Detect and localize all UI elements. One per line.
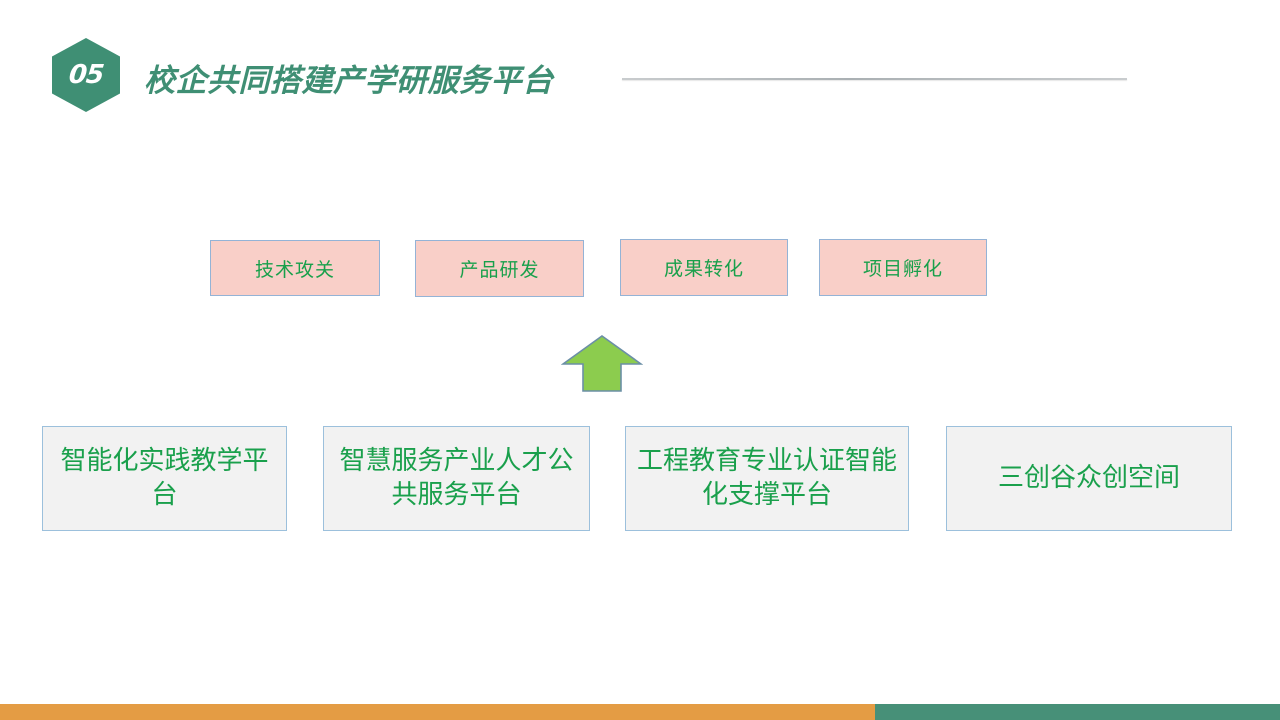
platform-label-2: 智慧服务产业人才公共服务平台 — [339, 446, 574, 510]
platform-label-1: 智能化实践教学平台 — [60, 446, 269, 510]
capability-label-1: 技术攻关 — [254, 258, 335, 281]
capability-box-2[interactable]: 产品研发 — [415, 240, 584, 297]
platform-box-1[interactable]: 智能化实践教学平台 — [42, 426, 287, 531]
capability-box-4[interactable]: 项目孵化 — [819, 239, 987, 296]
footer-bar-left-segment — [0, 704, 875, 720]
page-title: 校企共同搭建产学研服务平台 — [144, 63, 554, 99]
title-divider-rule — [622, 78, 1127, 80]
slide-header: 05 校企共同搭建产学研服务平台 — [0, 0, 1280, 130]
capability-box-3[interactable]: 成果转化 — [620, 239, 788, 296]
platform-box-2[interactable]: 智慧服务产业人才公共服务平台 — [323, 426, 590, 531]
footer-bar-right-segment — [875, 704, 1280, 720]
section-number-badge: 05 — [45, 31, 127, 119]
section-number-label: 05 — [67, 60, 105, 90]
capability-label-2: 产品研发 — [459, 259, 540, 281]
capability-box-1[interactable]: 技术攻关 — [210, 240, 380, 296]
capability-label-4: 项目孵化 — [862, 258, 943, 280]
platform-box-4[interactable]: 三创谷众创空间 — [946, 426, 1232, 531]
up-arrow-icon — [561, 335, 643, 392]
capability-label-3: 成果转化 — [663, 258, 744, 280]
platform-label-4: 三创谷众创空间 — [997, 462, 1180, 493]
platform-label-3: 工程教育专业认证智能化支撑平台 — [636, 446, 897, 510]
footer-accent-bar — [0, 704, 1280, 720]
platform-box-3[interactable]: 工程教育专业认证智能化支撑平台 — [625, 426, 909, 531]
